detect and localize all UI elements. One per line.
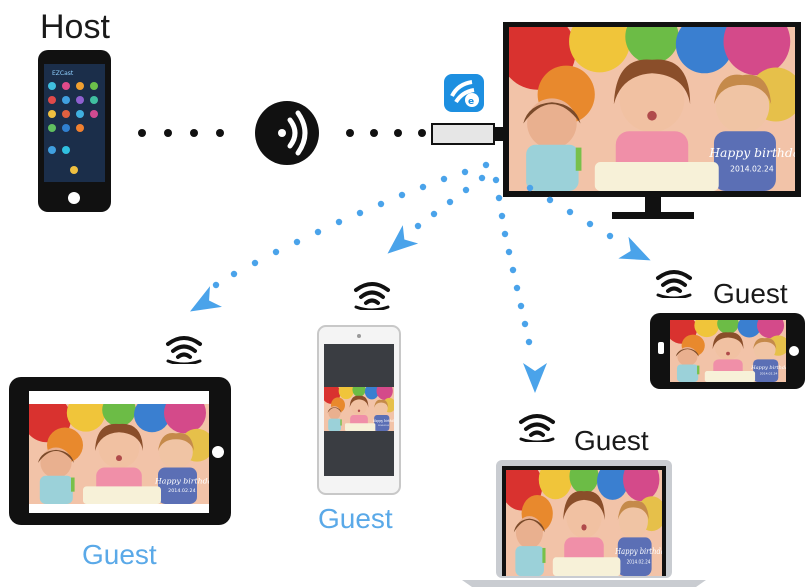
tv-display (503, 22, 801, 219)
guest-phone-landscape (650, 313, 805, 389)
guest-laptop-label: Guest (574, 425, 649, 456)
guest-tablet-label: Guest (82, 539, 157, 570)
wifi-broadcast-icon (354, 282, 390, 310)
host-app-grid (48, 82, 98, 174)
guest-phone-landscape-label: Guest (713, 278, 788, 309)
broadcast-lines (212, 161, 614, 346)
wifi-broadcast-icon (656, 270, 692, 298)
ezcast-app-icon: e (444, 74, 484, 112)
arrow-icon (184, 225, 656, 393)
ezcast-dongle (431, 123, 506, 145)
guest-phone-portrait (317, 325, 401, 495)
svg-text:e: e (468, 97, 474, 107)
wifi-broadcast-icon (166, 336, 202, 364)
wifi-broadcast-icon (519, 414, 555, 442)
wireless-signal-icon (255, 101, 319, 165)
guest-tablet (9, 377, 231, 525)
host-link-dots (138, 129, 224, 137)
guest-phone-portrait-label: Guest (318, 503, 393, 534)
host-label: Host (40, 8, 110, 46)
host-phone: EZCast (38, 50, 111, 212)
svg-text:EZCast: EZCast (52, 70, 74, 77)
dongle-link-dots (346, 129, 426, 137)
guest-laptop (462, 460, 706, 587)
